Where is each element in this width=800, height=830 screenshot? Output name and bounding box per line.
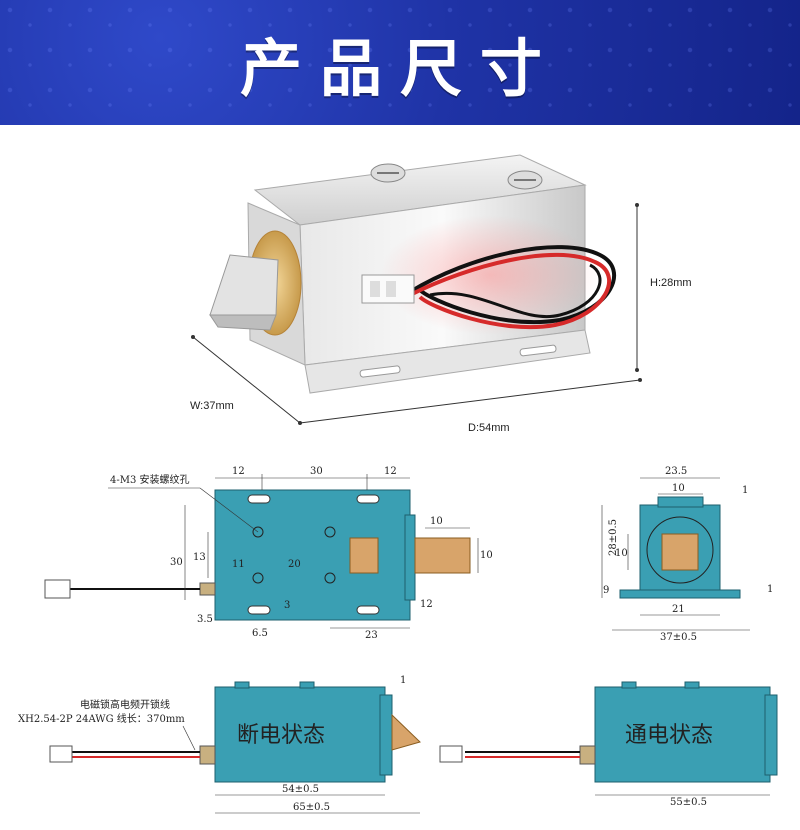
svg-text:3.5: 3.5 xyxy=(197,614,213,625)
height-label: H:28mm xyxy=(650,277,692,289)
svg-text:55±0.5: 55±0.5 xyxy=(670,797,707,808)
banner-title: 产品尺寸 xyxy=(239,32,560,105)
svg-text:1: 1 xyxy=(742,485,748,496)
front-view-drawing: 23.5 10 1 28±0.5 10 9 21 37±0.5 1 xyxy=(601,466,773,643)
svg-text:20: 20 xyxy=(288,559,301,570)
side-view-drawing: 12 30 12 4-M3 安装螺纹孔 30 13 11 20 3 3.5 6.… xyxy=(44,466,493,641)
svg-text:28±0.5: 28±0.5 xyxy=(608,519,619,556)
svg-text:10: 10 xyxy=(615,548,628,559)
title-banner: 产品尺寸 xyxy=(0,0,800,125)
svg-text:4-M3 安装螺纹孔: 4-M3 安装螺纹孔 xyxy=(110,473,190,486)
svg-text:1: 1 xyxy=(767,584,773,595)
svg-text:12: 12 xyxy=(384,466,397,477)
svg-text:断电状态: 断电状态 xyxy=(237,723,325,748)
technical-drawings: 12 30 12 4-M3 安装螺纹孔 30 13 11 20 3 3.5 6.… xyxy=(18,466,778,814)
svg-text:10: 10 xyxy=(672,483,685,494)
svg-text:6.5: 6.5 xyxy=(252,628,268,639)
svg-text:1: 1 xyxy=(400,675,406,686)
svg-text:12: 12 xyxy=(420,599,433,610)
svg-text:13: 13 xyxy=(193,552,206,563)
svg-text:通电状态: 通电状态 xyxy=(625,723,713,748)
product-photo xyxy=(191,154,642,425)
svg-text:9: 9 xyxy=(603,585,609,596)
svg-text:54±0.5: 54±0.5 xyxy=(282,784,319,795)
width-label: W:37mm xyxy=(190,400,234,412)
svg-text:12: 12 xyxy=(232,466,245,477)
depth-label: D:54mm xyxy=(468,422,510,434)
svg-text:37±0.5: 37±0.5 xyxy=(660,632,697,643)
svg-text:XH2.54-2P 24AWG 线长：370mm: XH2.54-2P 24AWG 线长：370mm xyxy=(18,712,185,725)
svg-text:23: 23 xyxy=(365,630,378,641)
svg-text:10: 10 xyxy=(480,550,493,561)
svg-text:23.5: 23.5 xyxy=(665,466,687,477)
svg-text:21: 21 xyxy=(672,604,685,615)
svg-text:30: 30 xyxy=(310,466,323,477)
svg-text:30: 30 xyxy=(170,557,183,568)
svg-text:3: 3 xyxy=(284,600,290,611)
svg-text:电磁锁高电频开锁线: 电磁锁高电频开锁线 xyxy=(80,698,170,711)
svg-text:11: 11 xyxy=(232,559,245,570)
banner-pattern xyxy=(0,0,800,125)
svg-text:10: 10 xyxy=(430,516,443,527)
state-on-drawing: 通电状态 55±0.5 xyxy=(439,681,778,808)
svg-text:65±0.5: 65±0.5 xyxy=(293,802,330,813)
state-off-drawing: 电磁锁高电频开锁线 XH2.54-2P 24AWG 线长：370mm 断电状态 … xyxy=(18,675,421,814)
